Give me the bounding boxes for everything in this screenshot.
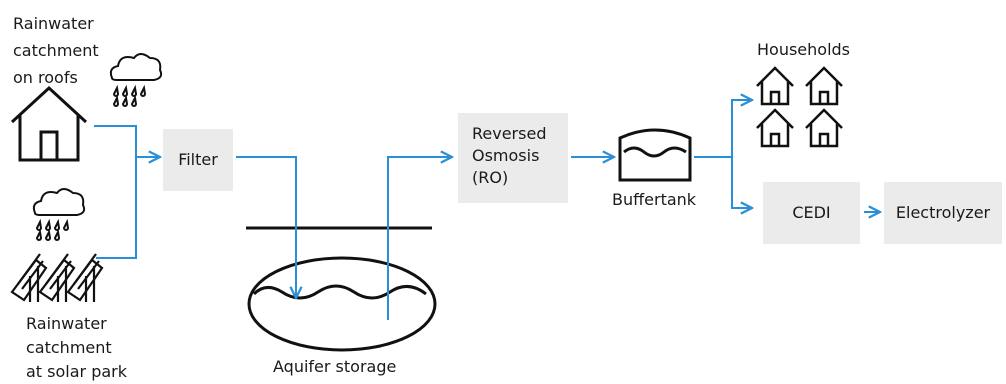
filter-box: Filter: [163, 129, 233, 191]
flow-to-cedi: [731, 157, 752, 208]
rain-cloud-icon: [32, 188, 86, 241]
flow-aquifer-to-ro: [387, 157, 452, 320]
solar-panels-icon: [10, 253, 104, 302]
roof-catchment-label: Rainwater catchment on roofs: [13, 14, 99, 87]
cedi-label: CEDI: [792, 203, 831, 222]
electrolyzer-box: Electrolyzer: [884, 182, 1002, 244]
house-icon: [10, 85, 88, 162]
tank-icon: [618, 128, 692, 182]
cedi-box: CEDI: [763, 182, 860, 244]
ro-box: Reversed Osmosis (RO): [458, 113, 568, 203]
electrolyzer-label: Electrolyzer: [895, 203, 991, 222]
buffertank-label: Buffertank: [612, 190, 697, 209]
rain-cloud-icon: [109, 53, 163, 107]
filter-label: Filter: [178, 150, 218, 169]
ro-label: Reversed Osmosis (RO): [472, 124, 547, 187]
aquifer-label: Aquifer storage: [273, 357, 397, 376]
flow-filter-to-aquifer: [236, 156, 296, 298]
aquifer-icon: [247, 256, 437, 352]
flow-lines: [94, 100, 880, 320]
flow-roof-to-merge: [94, 125, 137, 157]
households-label: Households: [757, 40, 851, 59]
flow-solar-to-merge: [96, 157, 137, 259]
flow-to-households: [731, 100, 752, 157]
solar-catchment-label: Rainwater catchment at solar park: [26, 314, 128, 381]
household-icons: [756, 66, 843, 148]
